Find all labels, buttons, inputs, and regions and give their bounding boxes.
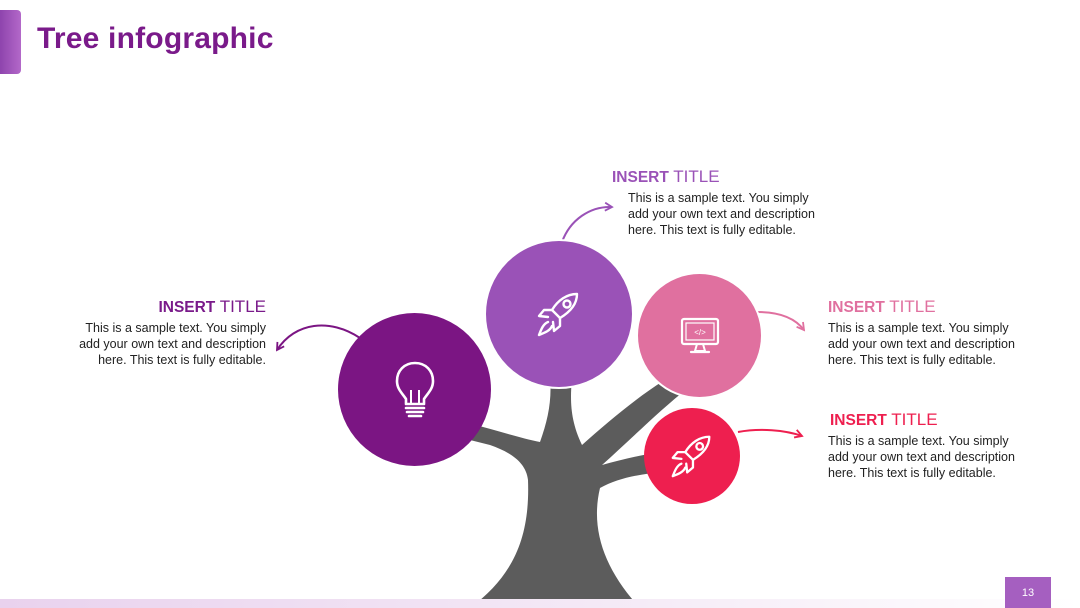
node-circle-purple xyxy=(338,313,491,466)
rocket-icon xyxy=(671,435,711,478)
connector-arrow-pink xyxy=(757,311,806,332)
title-accent-tab xyxy=(0,10,21,74)
block-body: This is a sample text. You simply add yo… xyxy=(79,321,266,367)
lightbulb-icon xyxy=(395,361,434,417)
node-circle-red xyxy=(644,408,740,504)
text-block-red: INSERT TITLE This is a sample text. You … xyxy=(828,410,1030,481)
block-heading: INSERT TITLE xyxy=(830,410,938,429)
connector-arrow-left xyxy=(276,324,361,352)
slide-title: Tree infographic xyxy=(37,22,274,55)
block-heading: INSERT TITLE xyxy=(828,297,936,316)
block-body: This is a sample text. You simply add yo… xyxy=(628,191,815,237)
bottom-gradient-bar xyxy=(0,599,1080,608)
block-heading: INSERT TITLE xyxy=(612,167,720,186)
page-number-badge: 13 xyxy=(1005,577,1051,608)
monitor-code-icon: </> xyxy=(680,317,719,353)
block-body: This is a sample text. You simply add yo… xyxy=(828,321,1015,367)
block-body: This is a sample text. You simply add yo… xyxy=(828,434,1015,480)
monitor-code-text: </> xyxy=(694,328,706,337)
node-circle-violet xyxy=(484,239,634,389)
tree-trunk xyxy=(470,378,688,608)
rocket-icon xyxy=(537,292,579,337)
text-block-top: INSERT TITLE This is a sample text. You … xyxy=(612,167,828,238)
connector-arrow-red xyxy=(737,428,804,439)
node-circle-pink: </> xyxy=(636,272,763,399)
connector-arrow-top xyxy=(561,201,614,243)
text-block-pink: INSERT TITLE This is a sample text. You … xyxy=(828,297,1028,368)
block-heading: INSERT TITLE xyxy=(158,297,266,316)
text-block-left: INSERT TITLE This is a sample text. You … xyxy=(62,297,266,368)
